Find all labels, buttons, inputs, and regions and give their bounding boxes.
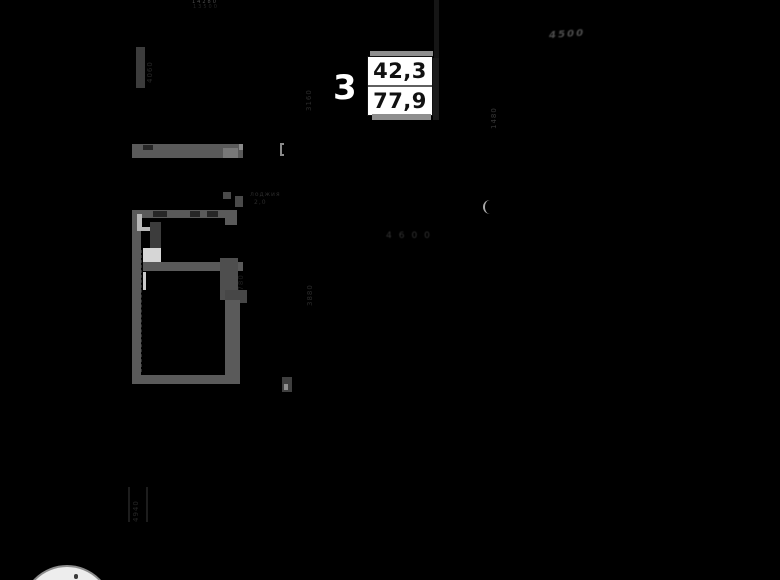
marker-shadow: [433, 58, 439, 120]
construction-line: [434, 0, 439, 58]
wall-segment: [223, 148, 238, 158]
wall-segment: [136, 47, 145, 88]
room-label-loggia: лоджия: [250, 191, 281, 198]
wall-segment: [143, 262, 243, 271]
window-notch: [153, 211, 167, 217]
dimension-bottom-left-vertical: 4940: [132, 500, 140, 522]
wall-segment: [132, 210, 237, 218]
wall-bottom: [132, 375, 240, 384]
dimension-top-2: 13500: [193, 4, 219, 10]
door-jamb: [235, 196, 243, 207]
door-swing-dashed: [141, 250, 142, 372]
door-arc: [483, 200, 491, 214]
wall-right-vertical: [225, 300, 240, 384]
wall-left-vertical: [132, 210, 141, 384]
door-jamb: [225, 290, 247, 303]
dimension-top-right-slanted: 4500: [547, 27, 586, 42]
door-leaf: [137, 227, 151, 231]
window-notch: [190, 211, 200, 217]
extension-line-right: [146, 487, 148, 522]
opening-bracket: [280, 143, 284, 156]
compass-needle-dot: [74, 574, 78, 579]
window-notch: [143, 145, 153, 150]
wall-segment: [132, 144, 243, 158]
wall-cap: [225, 210, 237, 225]
window-notch: [207, 211, 218, 217]
fixture-mark-dot: [284, 384, 288, 390]
wall-sliver: [239, 144, 243, 150]
room-count: 3: [333, 68, 357, 108]
door-leaf: [137, 214, 142, 231]
door-leaf: [143, 272, 146, 290]
dimension-center-horizontal: 4600: [386, 231, 437, 241]
dimension-loggia-top-vertical: 3160: [305, 89, 313, 111]
area-total: 77,9: [368, 85, 432, 115]
stair-block: [220, 258, 238, 300]
extension-line-left: [128, 487, 130, 522]
area-box: 42,3 77,9: [367, 56, 433, 116]
marker-strip-top: [370, 51, 433, 56]
door-jamb: [223, 192, 231, 199]
dimension-right-vertical: 1480: [490, 107, 498, 129]
area-living: 42,3: [373, 59, 427, 83]
wall-inner-vertical: [150, 222, 161, 248]
room-label-loggia-area: 2,0: [254, 199, 267, 206]
dimension-top-left-vertical: 4060: [146, 61, 154, 83]
compass-logo-circle-icon[interactable]: [21, 565, 113, 580]
marker-strip-bottom: [372, 114, 431, 120]
dimension-mid-vertical: 3880: [306, 284, 314, 306]
dimension-top-1: 14280: [192, 0, 218, 5]
